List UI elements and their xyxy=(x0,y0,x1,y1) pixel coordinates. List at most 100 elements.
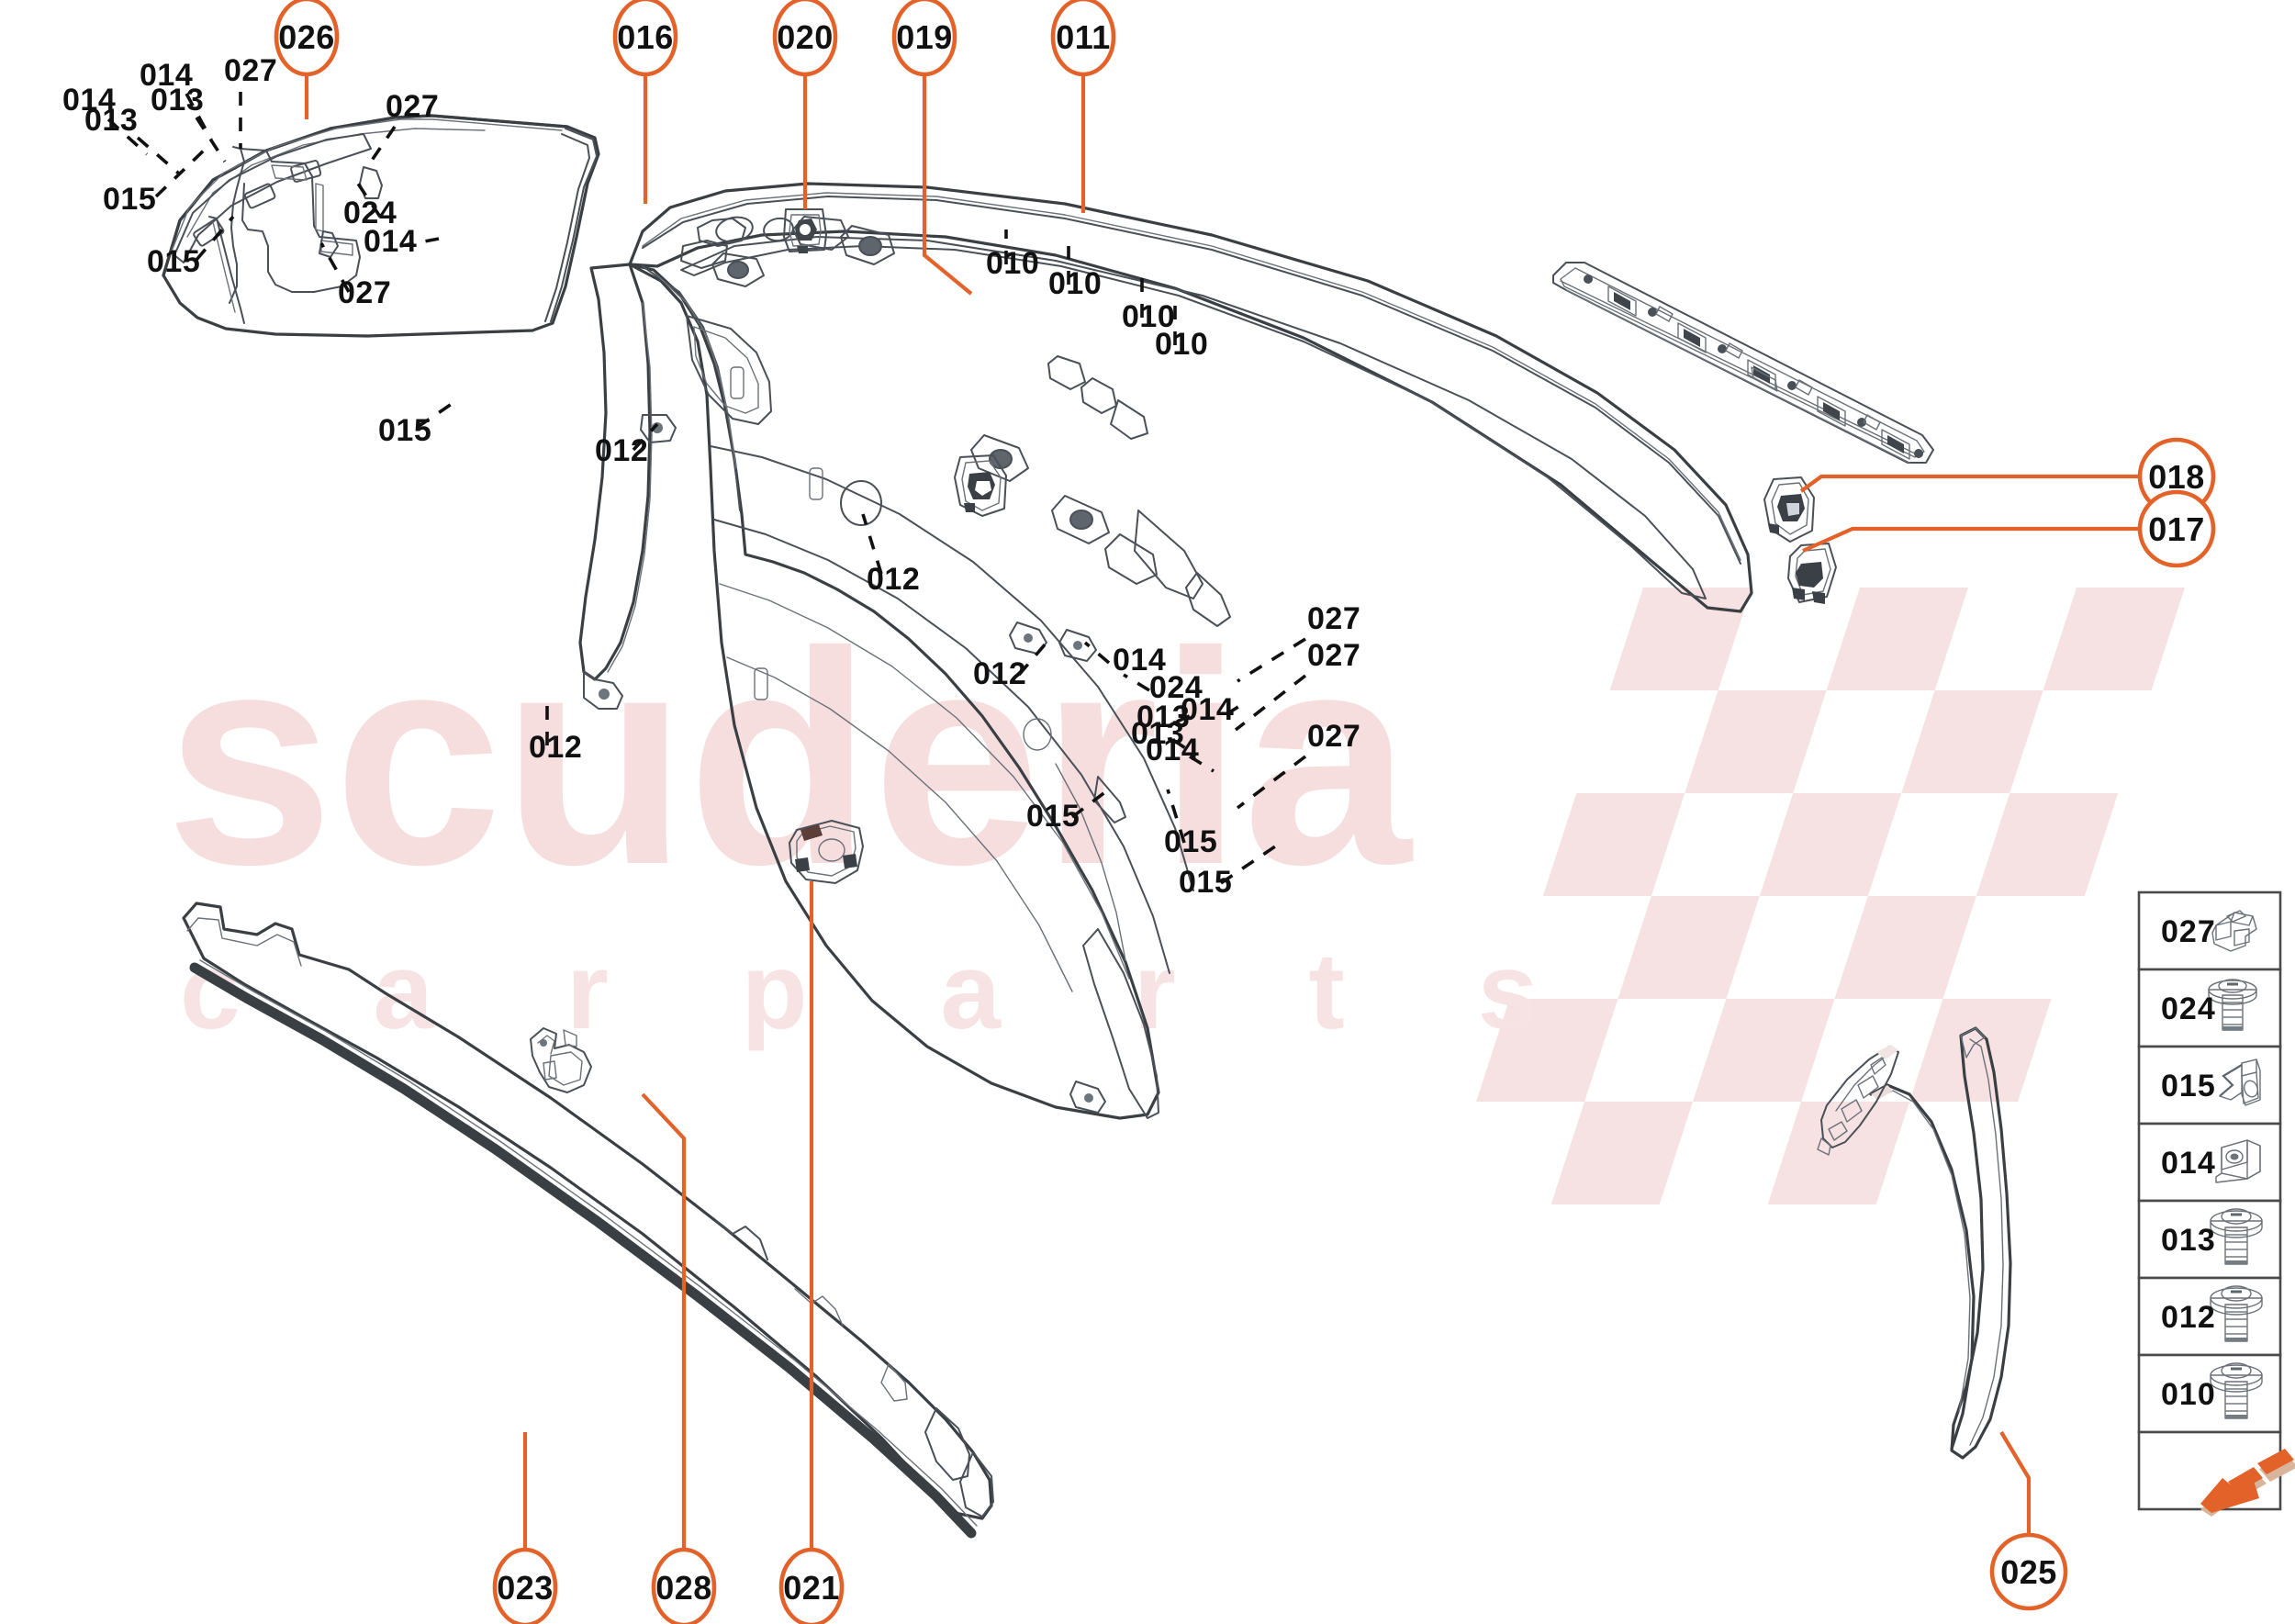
reference-label-text: 027 xyxy=(1307,719,1360,754)
reference-label-text: 027 xyxy=(1307,638,1360,673)
callout-leader-line xyxy=(922,66,973,296)
reference-labels-group: 0140130140130270150150270240270140150120… xyxy=(62,53,1360,900)
legend-icon-cage-nut xyxy=(2215,1139,2261,1183)
legend-row-number-024: 024 xyxy=(2161,991,2216,1026)
reference-leader-line xyxy=(416,402,453,429)
reference-label-012-27: 012 xyxy=(529,705,582,765)
legend-row-number-015: 015 xyxy=(2161,1069,2216,1103)
reference-leader-line xyxy=(319,242,351,293)
part-017-retainer-clip xyxy=(1787,543,1837,604)
callout-bubble[interactable] xyxy=(274,0,340,77)
reference-label-010-30: 010 xyxy=(1122,275,1175,334)
reference-leader-line xyxy=(106,118,149,156)
legend-row-number-010: 010 xyxy=(2161,1377,2216,1412)
callout-bubble[interactable] xyxy=(778,1547,845,1624)
reference-label-text: 014 xyxy=(1181,692,1234,727)
reference-label-015-23: 015 xyxy=(1179,843,1280,900)
reference-label-014-21: 014 xyxy=(1146,733,1215,773)
reference-label-text: 014 xyxy=(364,224,417,259)
callout-bubble[interactable] xyxy=(612,0,678,77)
callout-bubble[interactable] xyxy=(891,0,957,77)
reference-label-text: 027 xyxy=(386,89,439,124)
reference-label-text: 027 xyxy=(224,53,277,88)
reference-label-010-31: 010 xyxy=(1155,305,1208,362)
reference-label-text: 012 xyxy=(595,433,648,468)
reference-leader-line xyxy=(1070,790,1108,819)
callout-bubble[interactable] xyxy=(2137,489,2216,568)
reference-leader-line xyxy=(1219,843,1280,885)
reference-label-text: 010 xyxy=(1048,266,1102,301)
legend-icon-flange-bolt-012 xyxy=(2210,1285,2263,1342)
callout-011[interactable]: 011 xyxy=(1050,0,1116,213)
reference-leader-line xyxy=(1226,703,1242,716)
reference-label-013-20: 013 xyxy=(1131,716,1191,753)
reference-label-027-25: 027 xyxy=(1234,638,1360,732)
reference-leader-line xyxy=(1083,641,1111,665)
part-028-mounting-bracket xyxy=(530,1027,592,1093)
legend-row-number-012: 012 xyxy=(2161,1300,2216,1335)
callout-020[interactable]: 020 xyxy=(772,0,838,209)
reference-label-text: 010 xyxy=(1122,299,1175,334)
reference-label-text: 015 xyxy=(1164,824,1217,859)
reference-label-text: 012 xyxy=(529,730,582,765)
reference-label-010-28: 010 xyxy=(986,230,1039,281)
legend-icon-flange-bolt-013 xyxy=(2210,1208,2263,1265)
reference-label-text: 010 xyxy=(1155,327,1208,362)
reference-label-012-14: 012 xyxy=(973,641,1048,691)
part-026-quarter-trim-panel xyxy=(162,114,600,338)
reference-label-text: 015 xyxy=(1026,799,1080,834)
reference-label-010-29: 010 xyxy=(1048,246,1102,301)
callout-bubble[interactable] xyxy=(492,1547,558,1624)
callout-026[interactable]: 026 xyxy=(274,0,340,119)
reference-label-014-2: 014 xyxy=(140,58,213,140)
reference-leader-line xyxy=(861,513,883,575)
reference-leader-line xyxy=(136,136,182,176)
watermark-tagline-text: c a r p a r t s xyxy=(180,931,1589,1052)
reference-leader-line xyxy=(195,117,227,162)
reference-label-015-22: 015 xyxy=(1164,789,1217,859)
reference-label-012-13: 012 xyxy=(861,513,920,597)
reference-label-text: 014 xyxy=(62,83,116,118)
callout-bubble[interactable] xyxy=(772,0,838,77)
callout-number-text: 017 xyxy=(2148,510,2205,548)
reference-leader-line xyxy=(185,93,213,140)
legend-row-number-014: 014 xyxy=(2161,1146,2216,1181)
callout-017[interactable]: 017 xyxy=(1802,489,2216,568)
reference-label-015-6: 015 xyxy=(147,215,235,279)
reference-label-text: 024 xyxy=(1149,670,1203,705)
callout-019[interactable]: 019 xyxy=(891,0,973,296)
callout-025[interactable]: 025 xyxy=(1989,1430,2068,1611)
part-025-wheel-arch-extension xyxy=(1817,1026,2012,1460)
callout-number-text: 025 xyxy=(2000,1553,2057,1591)
callout-bubble[interactable] xyxy=(1989,1532,2068,1611)
reference-label-014-10: 014 xyxy=(364,224,440,259)
callout-leader-line xyxy=(1802,526,2139,553)
callout-leader-line xyxy=(1999,1430,2032,1536)
reference-label-text: 015 xyxy=(378,413,431,448)
callout-bubble[interactable] xyxy=(651,1547,717,1624)
callout-028[interactable]: 028 xyxy=(641,1092,717,1624)
part-020-clip-plate xyxy=(783,208,827,253)
part-019-bracket-clip xyxy=(954,454,1007,517)
reference-leader-line xyxy=(1123,673,1150,692)
callout-number-text: 028 xyxy=(655,1569,712,1607)
callout-bubble[interactable] xyxy=(1050,0,1116,77)
reference-leader-line xyxy=(1176,712,1194,723)
reference-leader-line xyxy=(154,145,209,198)
callout-number-text: 016 xyxy=(617,18,674,56)
callout-021[interactable]: 021 xyxy=(778,881,845,1624)
part-016-rear-bumper-cover xyxy=(578,182,1753,1120)
reference-leader-line xyxy=(1234,674,1307,732)
callout-023[interactable]: 023 xyxy=(492,1432,558,1624)
legend-row-number-027: 027 xyxy=(2161,914,2216,949)
reference-label-text: 012 xyxy=(867,562,920,597)
reference-label-012-12: 012 xyxy=(595,422,659,468)
reference-leader-line xyxy=(365,125,397,169)
callout-leader-line xyxy=(1799,474,2139,493)
reference-label-text: 024 xyxy=(343,196,397,230)
callout-016[interactable]: 016 xyxy=(612,0,678,204)
